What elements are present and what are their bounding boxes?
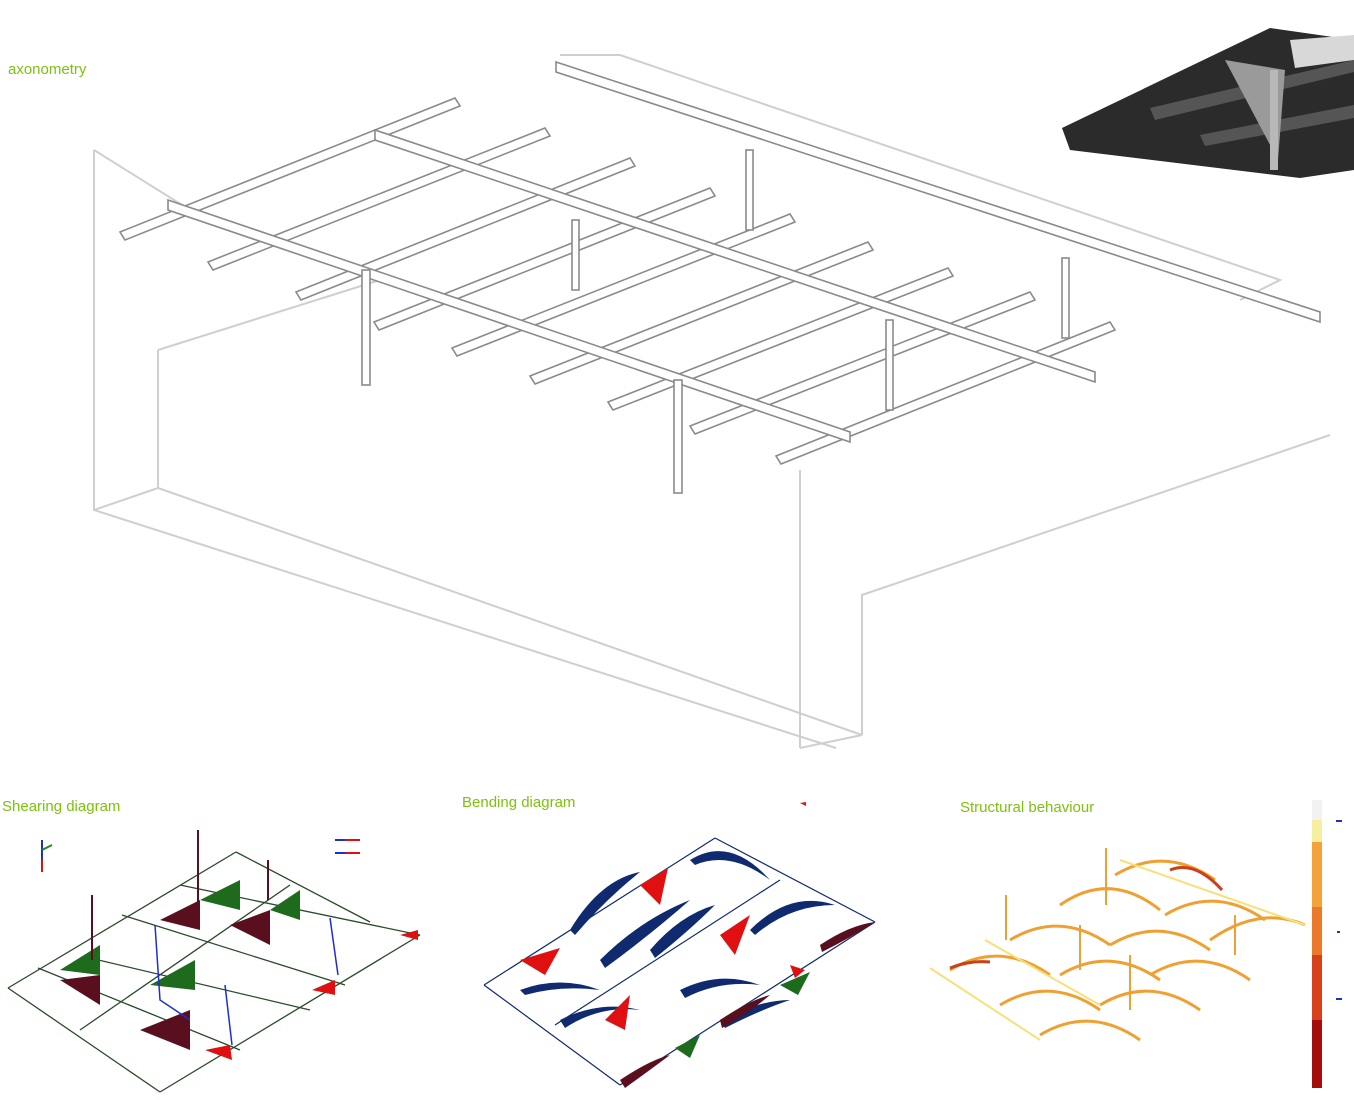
columns <box>361 149 1070 494</box>
shear-fills <box>60 880 418 1060</box>
shear-braces <box>154 917 339 1046</box>
struct-color-scale <box>1312 800 1342 1088</box>
shearing-diagram-label: Shearing diagram <box>2 798 121 815</box>
shear-columns <box>91 830 269 960</box>
struct-arcs <box>949 859 1306 1042</box>
bend-navy-arcs <box>520 851 835 1028</box>
inset-detail-render <box>1062 28 1354 178</box>
shear-frame-lines <box>7 851 421 1093</box>
axonometry-drawing <box>93 28 1354 749</box>
secondary-beams <box>118 97 1117 465</box>
struct-columns <box>1005 848 1236 1010</box>
bending-diagram <box>483 802 876 1088</box>
bend-red-patches <box>520 802 806 1030</box>
shear-axis-icon <box>41 840 53 872</box>
structural-behaviour-label: Structural behaviour <box>960 799 1095 816</box>
struct-frame <box>929 859 1306 1041</box>
axonometry-label: axonometry <box>8 61 87 78</box>
steel-frame <box>118 60 1321 494</box>
structural-behaviour-diagram <box>929 800 1342 1088</box>
bending-diagram-label: Bending diagram <box>462 794 576 811</box>
shear-legend <box>335 839 360 854</box>
shearing-diagram <box>7 830 421 1093</box>
bend-maroon-arcs <box>620 922 875 1088</box>
bend-green-patches <box>675 972 810 1058</box>
